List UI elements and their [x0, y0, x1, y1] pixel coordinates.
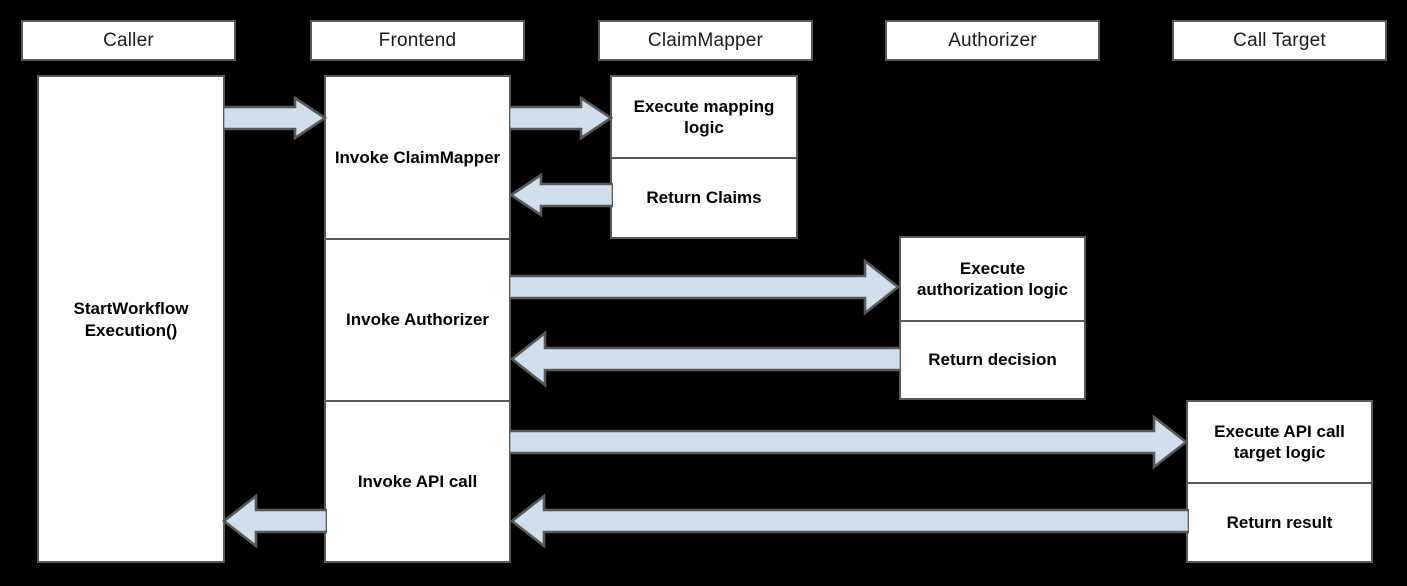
- message-arrow-frontend-to-caller[interactable]: [221, 493, 327, 549]
- activation-frontend-cell-invoke-api-call: Invoke API call: [326, 400, 509, 561]
- message-arrow-frontend-to-calltarget[interactable]: [509, 414, 1189, 470]
- lane-header-frontend[interactable]: Frontend: [310, 20, 525, 61]
- lane-header-caller[interactable]: Caller: [21, 20, 236, 61]
- activation-claimmapper-cell-return-claims: Return Claims: [612, 157, 796, 237]
- activation-calltarget[interactable]: Execute API call target logic Return res…: [1186, 400, 1373, 563]
- activation-authorizer[interactable]: Execute authorization logic Return decis…: [899, 236, 1086, 400]
- lane-header-authorizer[interactable]: Authorizer: [885, 20, 1100, 61]
- activation-frontend[interactable]: Invoke ClaimMapper Invoke Authorizer Inv…: [324, 75, 511, 563]
- activation-caller-cell-0: [39, 77, 223, 237]
- activation-frontend-cell-invoke-claimmapper: Invoke ClaimMapper: [334, 147, 501, 167]
- message-arrow-calltarget-to-frontend[interactable]: [509, 493, 1189, 549]
- message-arrow-claimmapper-to-frontend[interactable]: [508, 173, 613, 217]
- activation-caller-cell-1: StartWorkflow Execution(): [73, 299, 189, 340]
- activation-frontend-cell-invoke-authorizer: Invoke Authorizer: [326, 238, 509, 400]
- lane-header-calltarget[interactable]: Call Target: [1172, 20, 1387, 61]
- activation-caller[interactable]: StartWorkflow Execution(): [37, 75, 225, 563]
- lane-header-claimmapper-label: ClaimMapper: [647, 29, 764, 51]
- activation-calltarget-cell-execute-api-call-target-logic: Execute API call target logic: [1214, 421, 1345, 462]
- lane-header-frontend-label: Frontend: [378, 29, 457, 51]
- message-arrow-frontend-to-authorizer[interactable]: [509, 258, 901, 316]
- message-arrow-frontend-to-claimmapper[interactable]: [509, 96, 613, 140]
- lane-header-caller-label: Caller: [103, 29, 154, 51]
- lane-header-calltarget-label: Call Target: [1233, 29, 1326, 51]
- lane-header-authorizer-label: Authorizer: [948, 29, 1037, 51]
- message-arrow-caller-to-frontend[interactable]: [223, 96, 327, 140]
- activation-claimmapper[interactable]: Execute mapping logic Return Claims: [610, 75, 798, 239]
- activation-calltarget-cell-return-result: Return result: [1188, 482, 1371, 561]
- activation-caller-cell-2: [39, 402, 223, 561]
- message-arrow-authorizer-to-frontend[interactable]: [509, 330, 901, 388]
- lane-header-claimmapper[interactable]: ClaimMapper: [598, 20, 813, 61]
- activation-claimmapper-cell-execute-mapping-logic: Execute mapping logic: [633, 96, 775, 137]
- activation-authorizer-cell-execute-authorization-logic: Execute authorization logic: [916, 258, 1069, 299]
- activation-authorizer-cell-return-decision: Return decision: [901, 320, 1084, 398]
